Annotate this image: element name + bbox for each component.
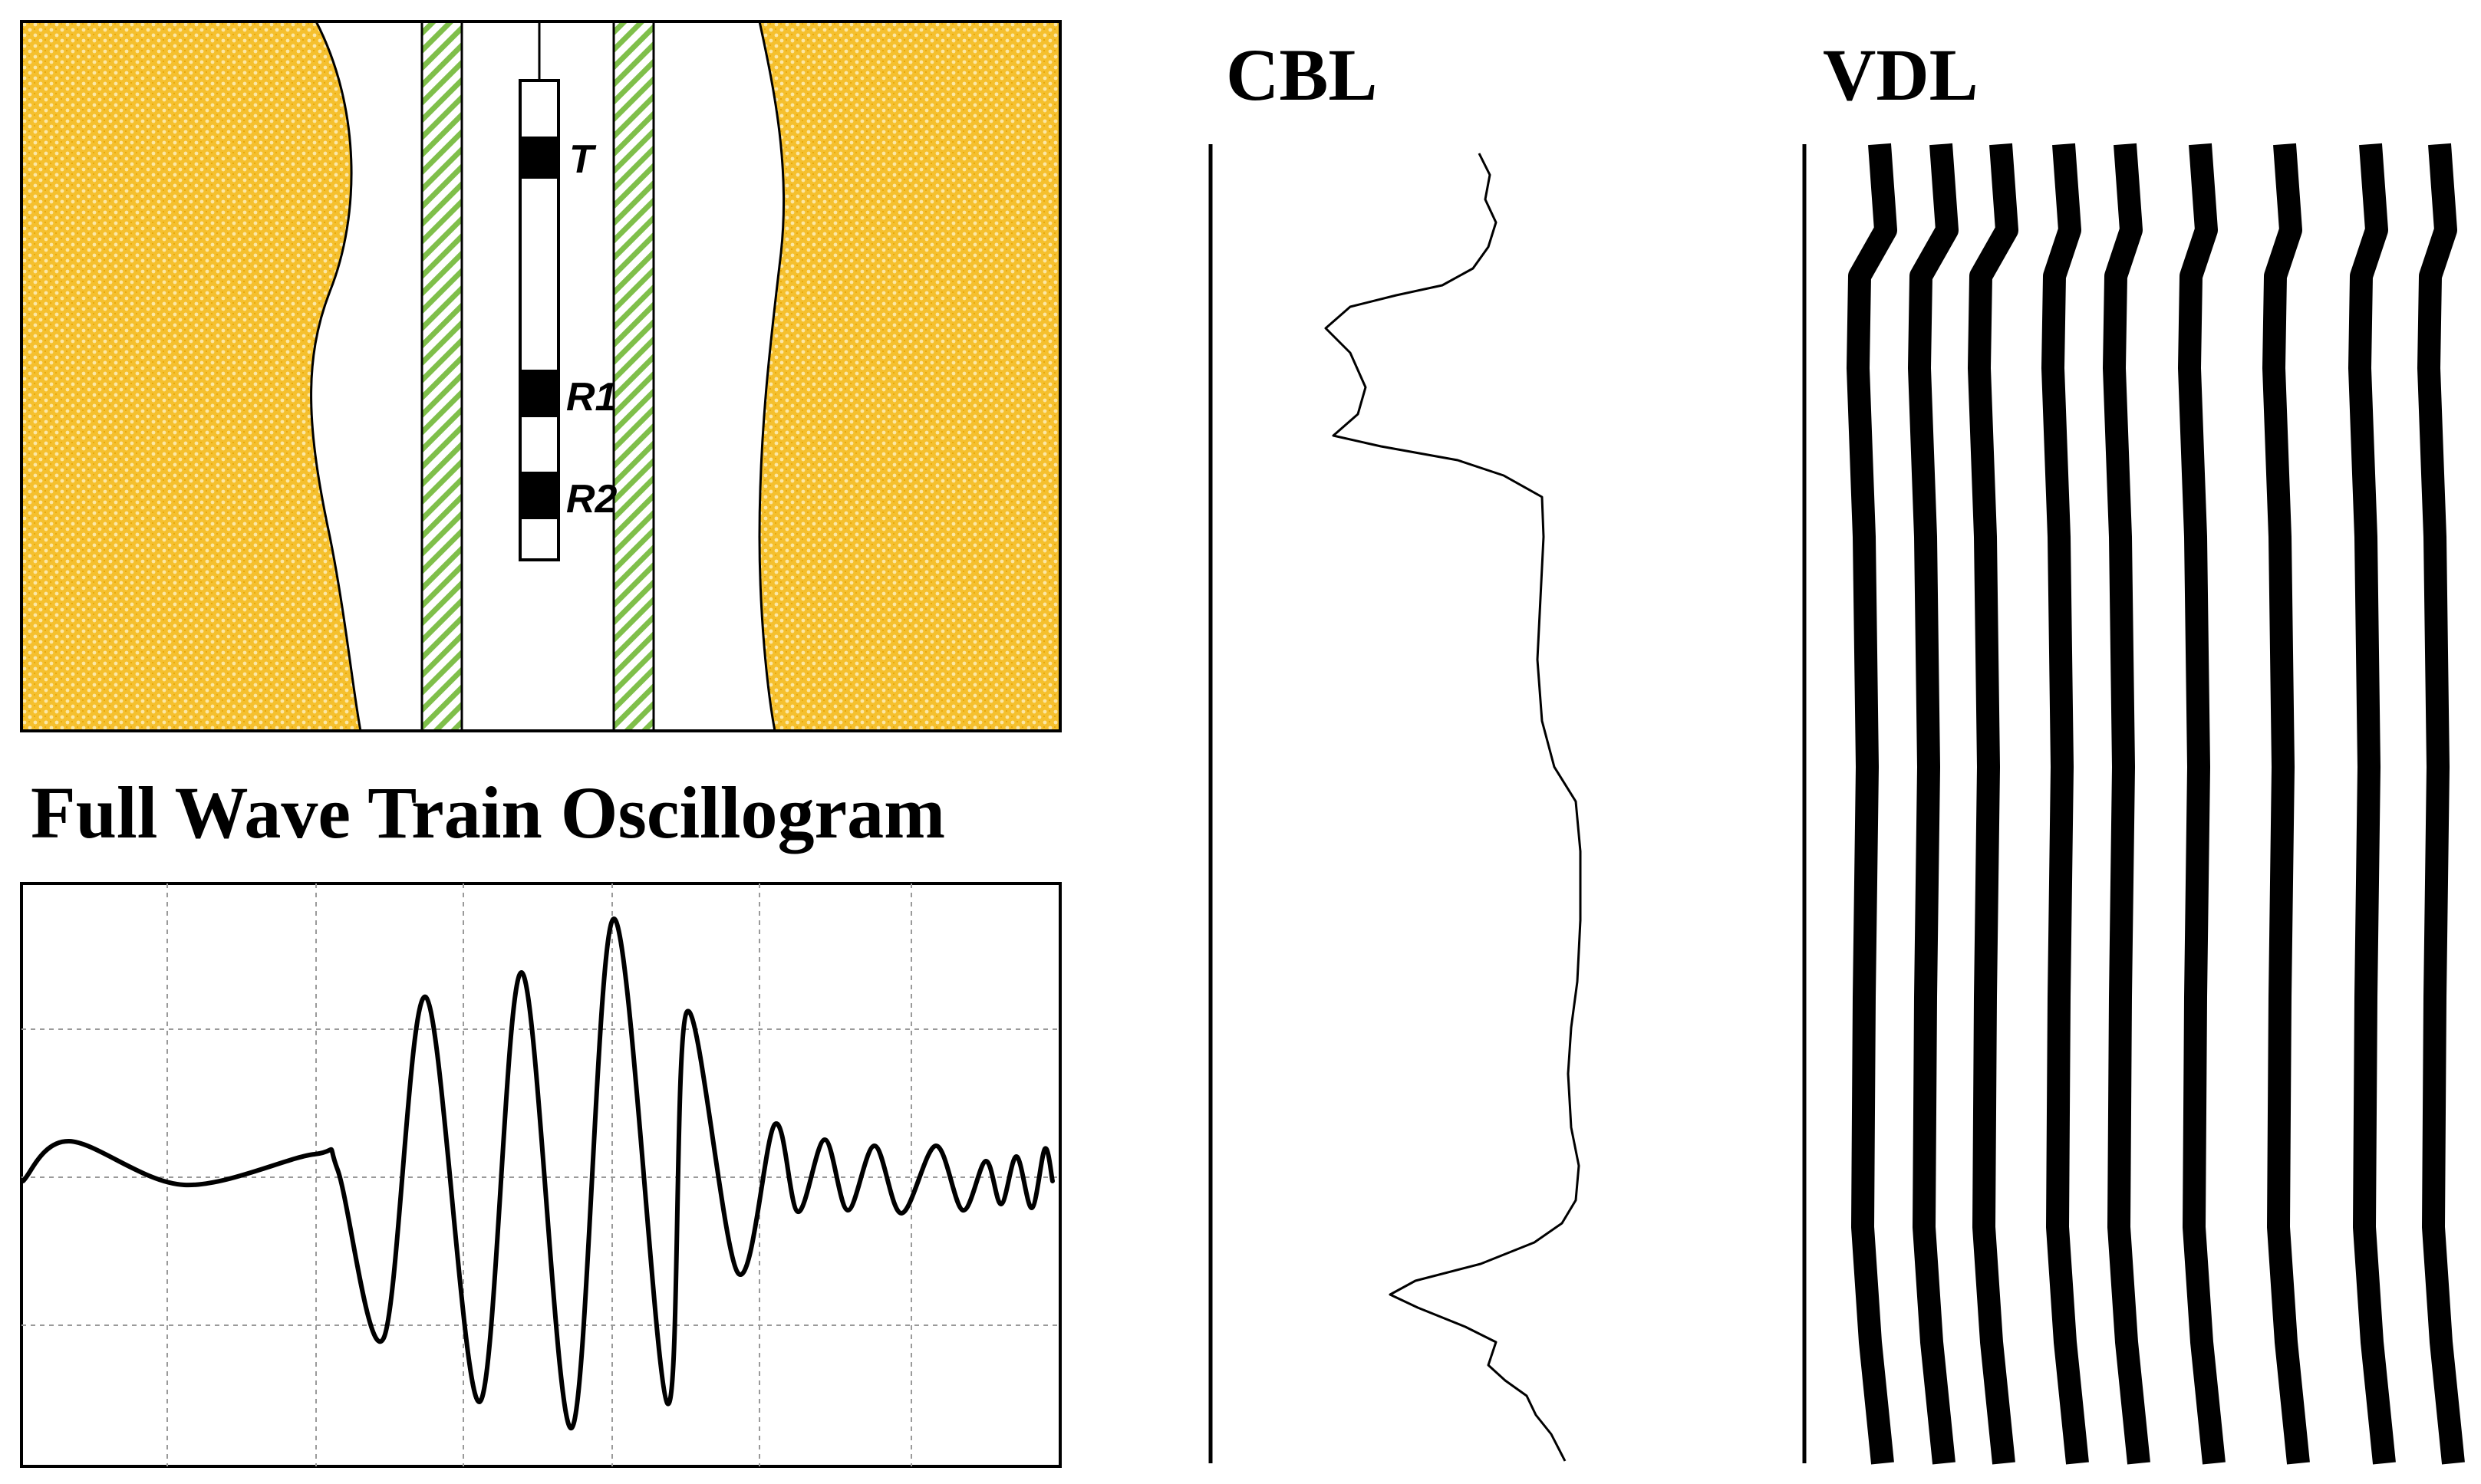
cbl-amplitude-curve <box>1324 153 1582 1462</box>
logging-tool: T R1 R2 <box>519 21 618 561</box>
receiver1-label: R1 <box>566 375 617 420</box>
vdl-stripe <box>2103 143 2150 1465</box>
formation-left <box>20 20 362 732</box>
vdl-stripe <box>2178 143 2226 1465</box>
vdl-stripe <box>1847 143 1897 1465</box>
transmitter-block <box>520 137 558 179</box>
oscillogram-title: Full Wave Train Oscillogram <box>31 772 945 854</box>
casing-right <box>612 20 655 732</box>
vdl-stripe <box>2262 143 2310 1465</box>
transmitter-label: T <box>569 137 597 182</box>
cbl-track <box>1208 144 1582 1463</box>
cbl-title: CBL <box>1226 34 1377 116</box>
borehole-frame-border <box>20 20 1062 732</box>
oscillogram-panel <box>20 882 1062 1468</box>
vdl-title: VDL <box>1823 34 1979 116</box>
receiver2-label: R2 <box>566 477 618 522</box>
casing-left <box>420 20 463 732</box>
vdl-track <box>1802 143 2465 1465</box>
vdl-stripe <box>1968 143 2018 1465</box>
vdl-stripe <box>1908 143 1959 1465</box>
borehole-diagram: T R1 R2 <box>20 20 1062 732</box>
vdl-stripe <box>2348 143 2396 1465</box>
vdl-stripe <box>2041 143 2089 1465</box>
vdl-stripes <box>1847 143 2465 1465</box>
waveform-trace <box>21 916 1055 1431</box>
receiver1-block <box>520 370 558 417</box>
formation-right <box>758 20 1062 732</box>
vdl-stripe <box>2417 143 2465 1465</box>
oscillogram-frame <box>20 882 1062 1468</box>
receiver2-block <box>520 472 558 519</box>
